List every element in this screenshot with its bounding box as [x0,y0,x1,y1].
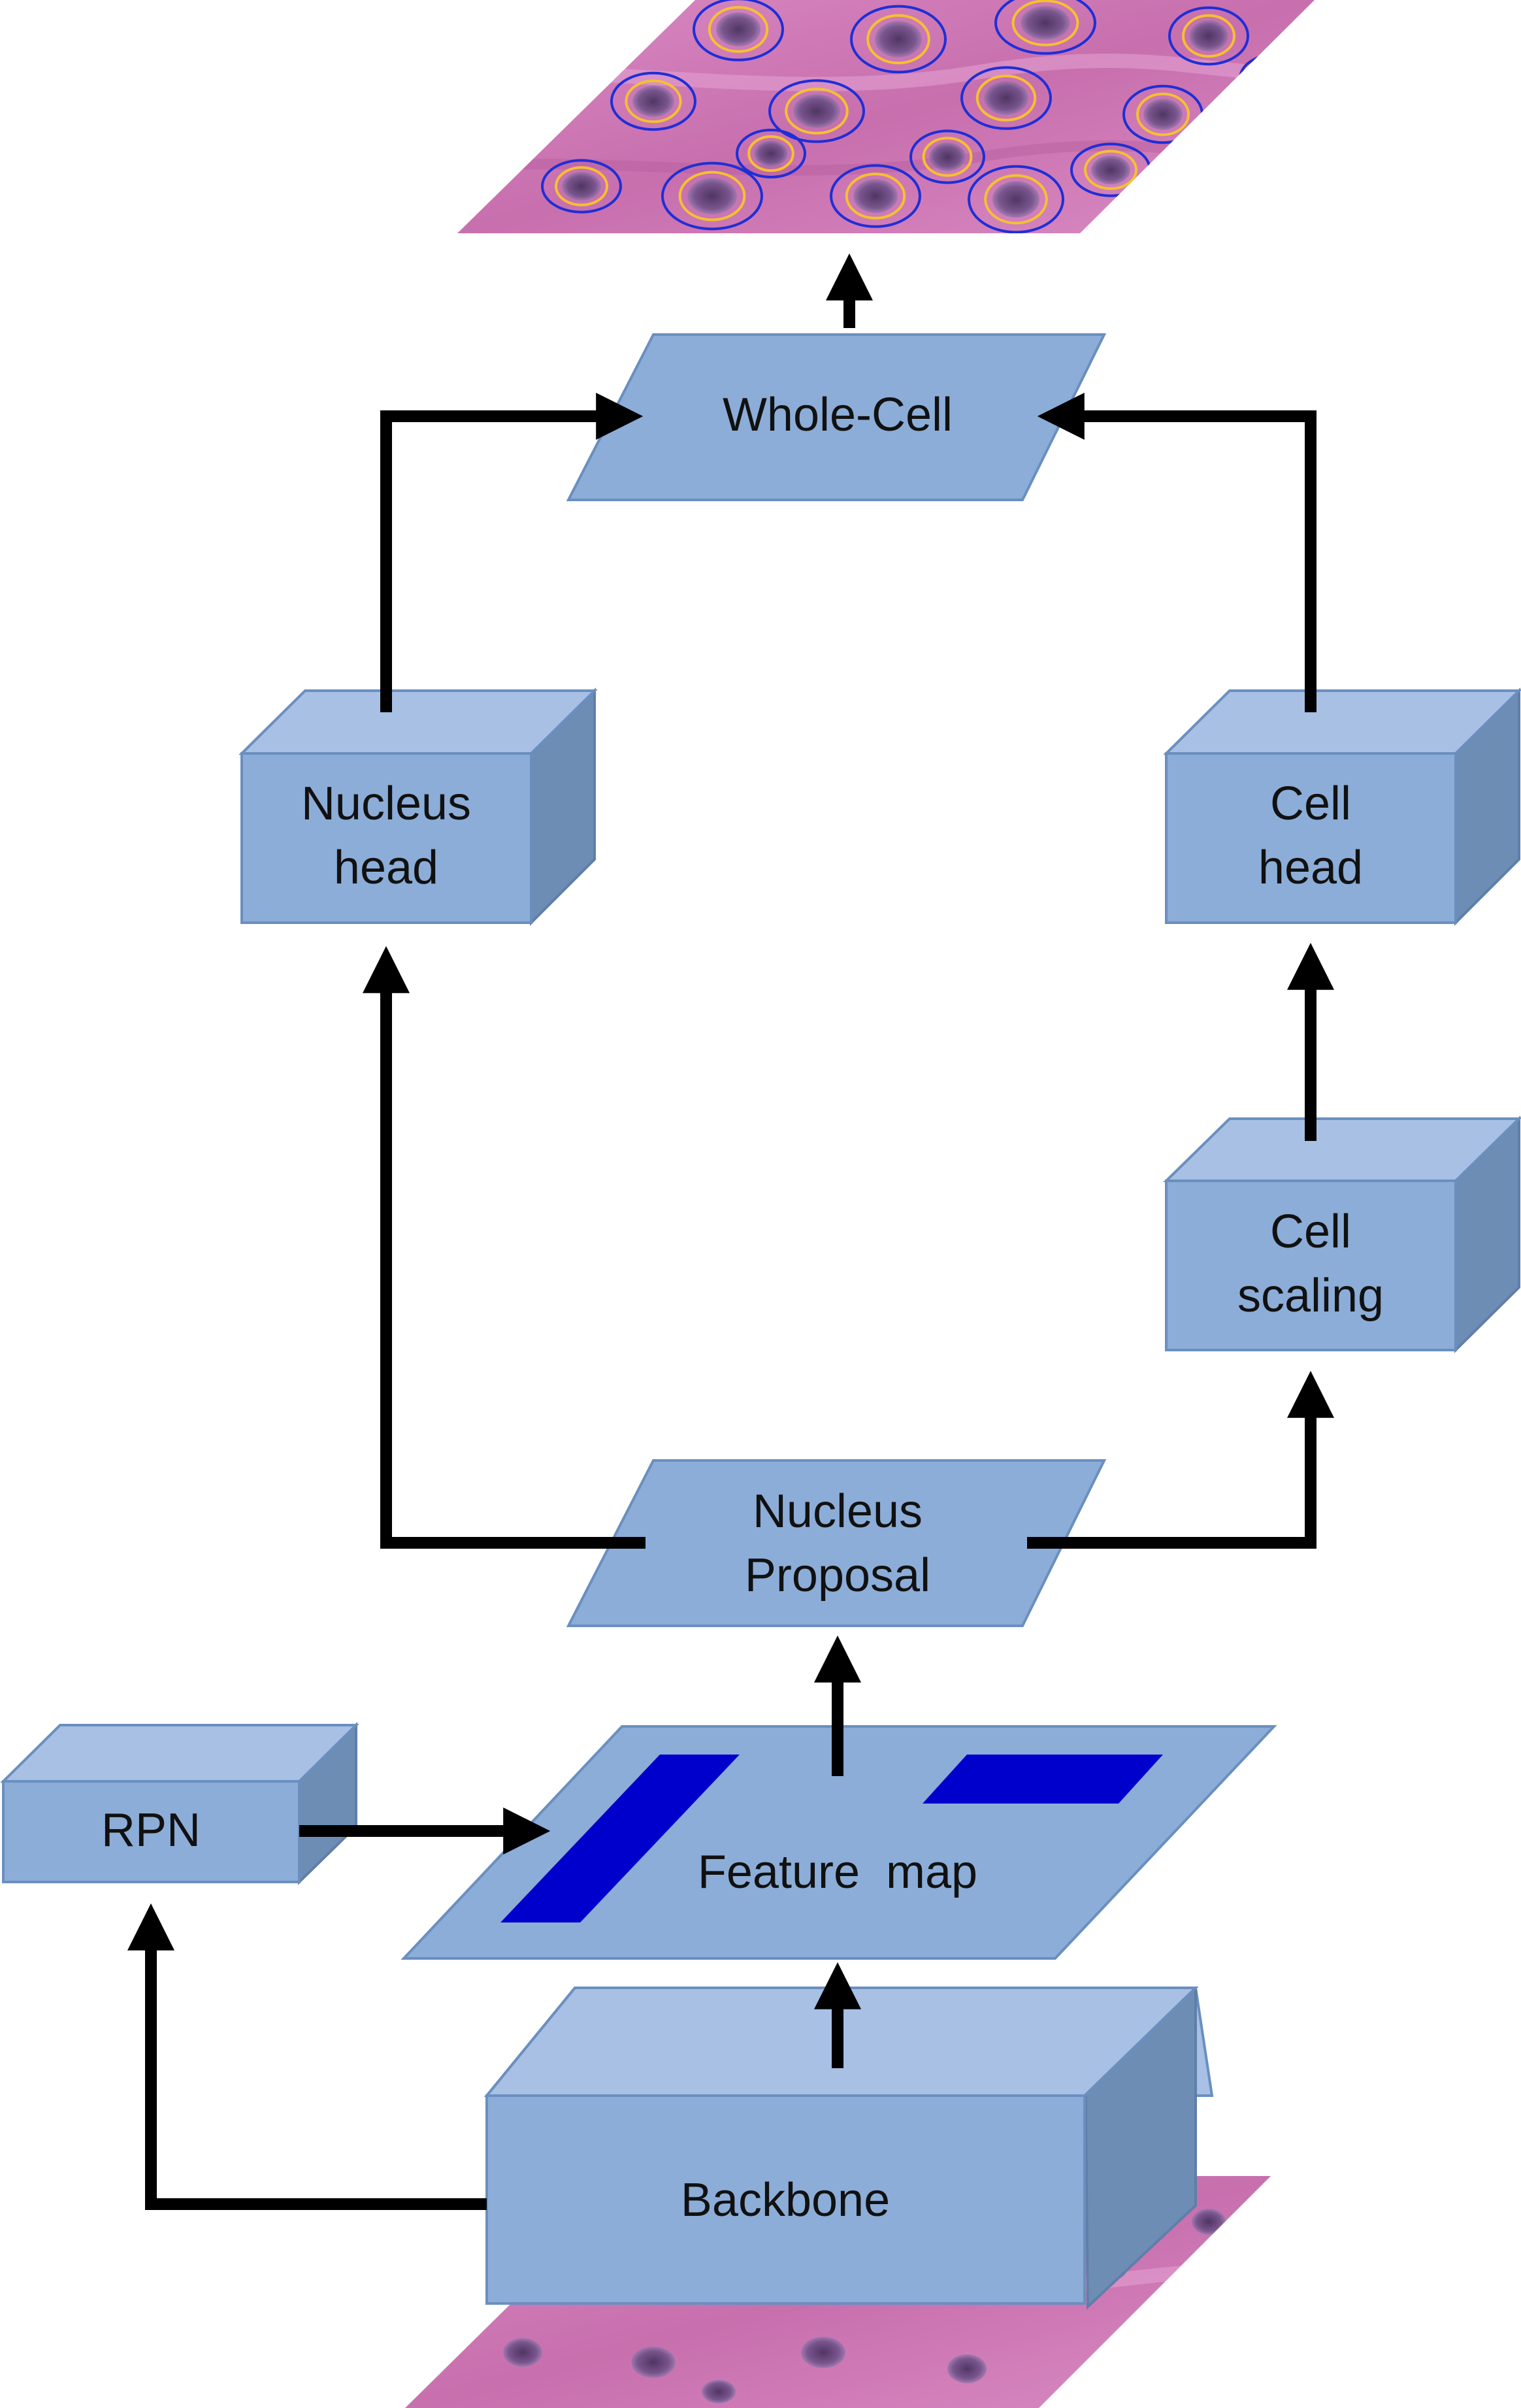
nucleus [1177,2300,1214,2326]
nucleus-head-label-line1: Nucleus [301,778,471,830]
output-segmentation-image [457,0,1315,233]
cell-outline [994,0,1096,55]
cell-outline [830,164,921,228]
nucleus [853,179,898,213]
connectors [127,253,1334,2210]
arrow-proposal-to-cell-scaling [1027,1370,1334,1549]
nucleus-outline [984,174,1048,225]
nucleus [793,94,840,128]
cell-outline [736,129,806,178]
nucleus-proposal-label-line1: Nucleus [753,1485,923,1538]
rpn-block: RPN [0,1722,359,1885]
nucleus [984,81,1028,115]
nucleus-proposal: Nucleus Proposal [566,1459,1107,1627]
nucleus [687,178,737,214]
nucleus [801,2337,845,2368]
nucleus-outline [1084,150,1137,190]
nucleus-outline [1136,92,1190,137]
backbone-label: Backbone [681,2174,890,2226]
nucleus [1189,20,1228,52]
nucleus-outline [678,171,746,222]
arrow-proposal-to-nucleus-head [363,946,646,1549]
feature-map: Feature map [401,1725,1277,1960]
nucleus [503,2338,542,2367]
nucleus [1192,2209,1226,2235]
cell-scaling-label-line2: scaling [1237,1270,1384,1322]
cell-head-block: Cell head [1163,687,1521,926]
nucleus-outline [785,88,849,135]
nucleus [702,2380,736,2403]
cell-outline [541,159,622,214]
nucleus-outline [747,135,794,172]
nucleus [632,86,674,117]
cell-outline [768,79,865,143]
nucleus-outline [555,166,608,206]
whole-cell: Whole-Cell [566,333,1107,501]
nucleus-outline [845,173,906,220]
cell-scaling-block: Cell scaling [1163,1115,1521,1353]
backbone-block: Backbone [483,1986,1214,2310]
cell-outline [610,71,696,131]
nucleus-outline [625,79,682,124]
arrow-cell-head-to-whole-cell [1037,393,1317,712]
cell-outline [850,5,947,74]
roi-region-right [923,1755,1163,1804]
cell-outline [968,165,1064,233]
nucleus [1257,65,1291,91]
arrow-nucleus-head-to-whole-cell [380,393,644,712]
nucleus [1091,156,1130,184]
nucleus-outline [922,137,973,177]
nucleus-outline [1251,60,1298,97]
nucleus-head-block: Nucleus head [238,687,598,926]
nucleus-outline [1182,14,1235,58]
nucleus-outline [1011,0,1079,46]
cell-head-label-line1: Cell [1270,778,1351,830]
nucleus [562,172,601,201]
nucleus-outline [866,14,930,65]
nucleus [754,140,788,167]
nucleus [947,2354,987,2383]
nucleus [875,21,922,58]
arrow-backbone-to-rpn [127,1903,487,2210]
cell-outline [1239,54,1309,103]
nucleus [716,12,760,46]
nucleus [992,181,1039,218]
nucleus [929,142,966,171]
rpn-label: RPN [101,1804,201,1856]
cell-outline [693,0,784,61]
cell-outline [1168,6,1249,66]
cell-outline [909,129,985,184]
cell-outline [661,161,763,231]
roi-region-left [500,1755,740,1922]
nucleus-head-label-line2: head [334,842,438,894]
nucleus-outline [975,74,1037,122]
nucleus [631,2347,676,2378]
nucleus [1021,6,1070,40]
nucleus-outline [708,6,769,53]
cell-scaling-label-line1: Cell [1270,1206,1351,1258]
cell-outline [960,66,1052,130]
nucleus [1143,99,1183,130]
feature-map-label: Feature map [698,1846,977,1898]
cell-head-label-line2: head [1258,842,1363,894]
whole-cell-label: Whole-Cell [723,389,953,441]
nucleus-proposal-label-line2: Proposal [745,1549,930,1602]
